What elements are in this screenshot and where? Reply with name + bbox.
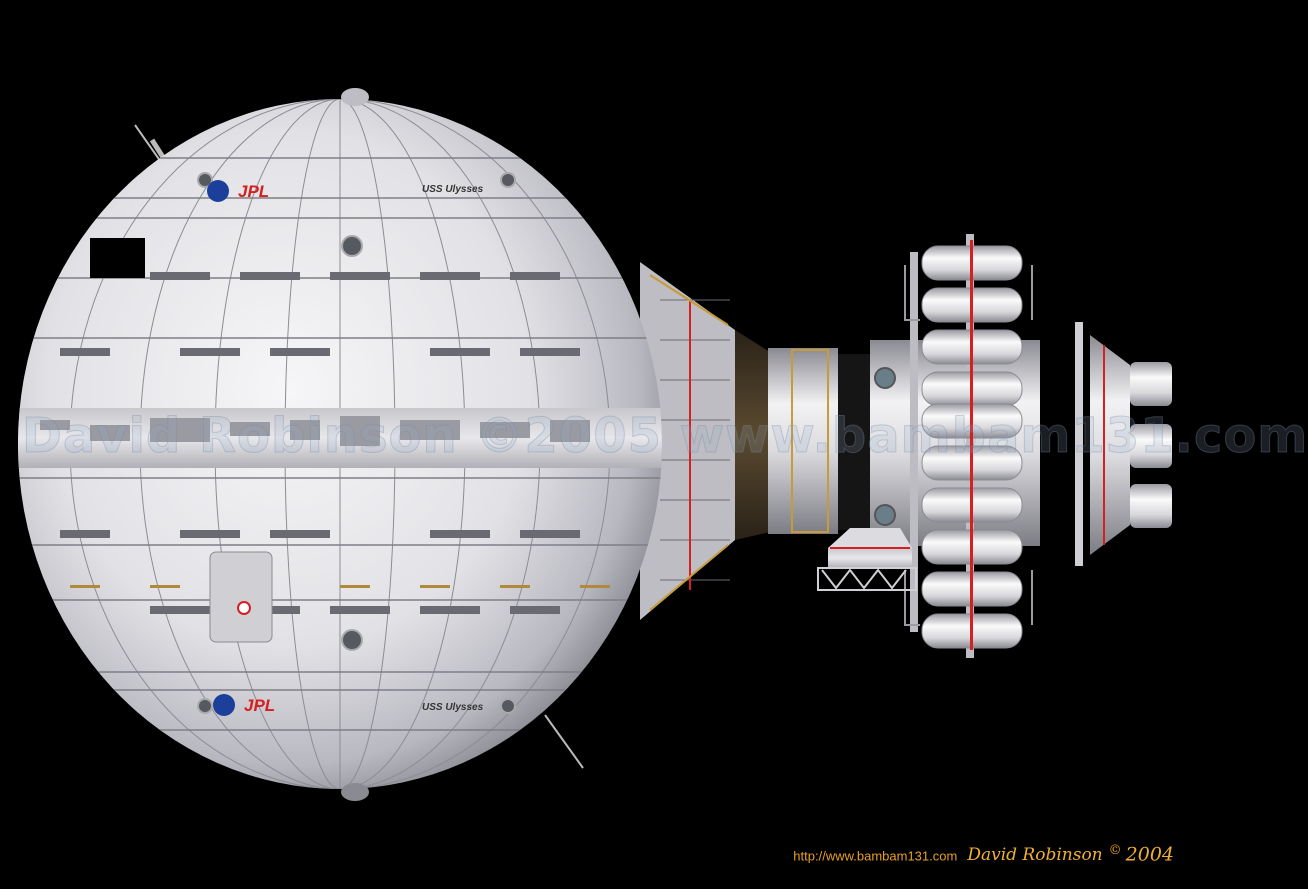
copyright-symbol: © <box>1108 842 1122 858</box>
agency-mark-bottom: JPL <box>244 696 275 715</box>
credit-year: 2004 <box>1125 843 1174 865</box>
ship-name-top: USS Ulysses <box>422 184 484 195</box>
credit-author: David Robinson <box>967 845 1103 865</box>
main-sphere <box>18 88 662 801</box>
docking-module <box>817 528 917 591</box>
agency-emblem-top <box>207 180 229 202</box>
engine-nozzles <box>1075 322 1172 566</box>
agency-mark-top: JPL <box>238 182 269 201</box>
spacecraft-render: JPL USS Ulysses JPL USS Ulysses <box>18 88 1172 801</box>
ship-name-bottom: USS Ulysses <box>422 702 484 713</box>
credit-url: http://www.bambam131.com <box>793 848 958 863</box>
watermark-text: David Robinson ©2005 www.bambam131.com <box>22 408 1308 465</box>
agency-emblem-bottom <box>213 694 235 716</box>
credit-line: http://www.bambam131.com David Robinson … <box>793 843 1174 865</box>
connecting-truss <box>640 262 770 620</box>
fuel-tank-cluster <box>904 234 1033 658</box>
